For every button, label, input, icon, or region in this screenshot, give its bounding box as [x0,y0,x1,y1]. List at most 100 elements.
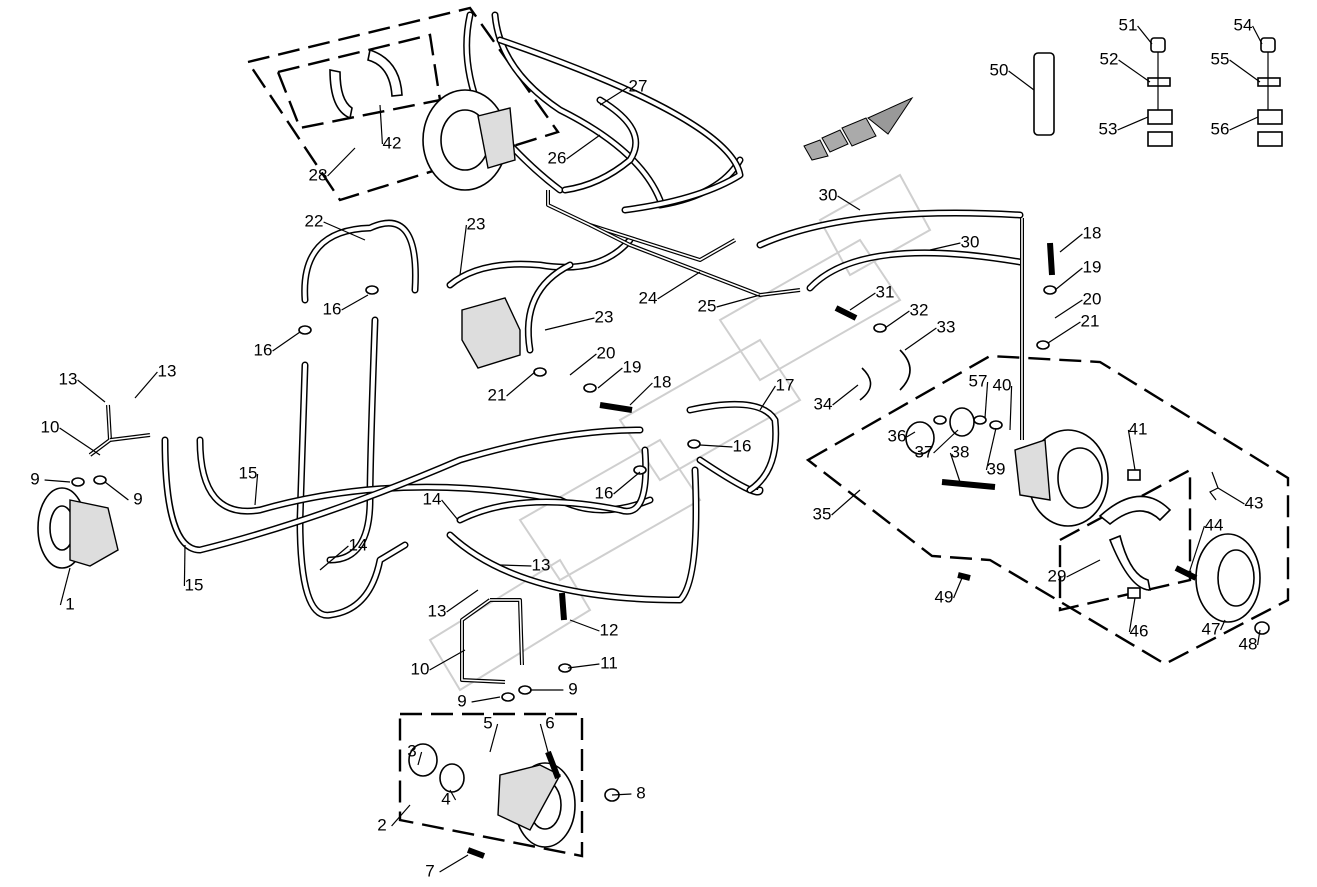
callout-13[interactable]: 13 [59,369,78,388]
leader-32 [884,310,910,329]
hose-inner-14 [458,448,648,522]
callout-13[interactable]: 13 [532,555,551,574]
callout-36[interactable]: 36 [888,426,907,445]
callout-8[interactable]: 8 [636,783,645,802]
bolt-6 [834,305,858,321]
callout-16[interactable]: 16 [323,299,342,318]
callout-9[interactable]: 9 [568,679,577,698]
callout-39[interactable]: 39 [987,459,1006,478]
callout-15[interactable]: 15 [239,463,258,482]
callout-21[interactable]: 21 [488,385,507,404]
callout-14[interactable]: 14 [423,489,442,508]
callout-9[interactable]: 9 [457,691,466,710]
leader-22 [323,221,366,241]
callout-57[interactable]: 57 [969,371,988,390]
callout-56[interactable]: 56 [1211,119,1230,138]
callout-29[interactable]: 29 [1048,566,1067,585]
callout-13[interactable]: 13 [428,601,447,620]
callout-33[interactable]: 33 [937,317,956,336]
leader-12 [569,619,600,632]
callout-48[interactable]: 48 [1239,634,1258,653]
callout-43[interactable]: 43 [1245,493,1264,512]
callout-41[interactable]: 41 [1129,419,1148,438]
callout-21[interactable]: 21 [1081,311,1100,330]
callout-23[interactable]: 23 [467,214,486,233]
callout-19[interactable]: 19 [623,357,642,376]
callout-9[interactable]: 9 [30,469,39,488]
callout-32[interactable]: 32 [910,300,929,319]
callout-44[interactable]: 44 [1205,515,1224,534]
callout-55[interactable]: 55 [1211,49,1230,68]
callout-16[interactable]: 16 [595,483,614,502]
hose-inner-4 [498,38,742,212]
leader-15 [183,544,186,587]
leader-9 [471,696,501,703]
callout-52[interactable]: 52 [1100,49,1119,68]
leader-2 [391,804,411,827]
leader-16 [272,331,301,352]
leader-10 [429,649,466,671]
callout-20[interactable]: 20 [1083,289,1102,308]
callout-54[interactable]: 54 [1234,15,1253,34]
callout-15[interactable]: 15 [185,575,204,594]
callout-51[interactable]: 51 [1119,15,1138,34]
callout-31[interactable]: 31 [876,282,895,301]
callout-38[interactable]: 38 [951,442,970,461]
callout-5[interactable]: 5 [483,713,492,732]
callout-9[interactable]: 9 [133,489,142,508]
callout-49[interactable]: 49 [935,587,954,606]
bolt-3 [545,750,561,780]
callout-28[interactable]: 28 [309,165,328,184]
callout-16[interactable]: 16 [733,436,752,455]
callout-53[interactable]: 53 [1099,119,1118,138]
callout-7[interactable]: 7 [425,861,434,880]
watermark-logo [428,173,932,692]
kit-box-35 [805,354,1290,666]
callout-13[interactable]: 13 [158,361,177,380]
callout-17[interactable]: 17 [776,375,795,394]
callout-46[interactable]: 46 [1130,621,1149,640]
callout-24[interactable]: 24 [639,288,658,307]
callout-26[interactable]: 26 [548,148,567,167]
callout-10[interactable]: 10 [41,417,60,436]
hose-1 [491,11,664,204]
callout-18[interactable]: 18 [1083,223,1102,242]
hose-inner-1 [493,13,662,202]
callout-47[interactable]: 47 [1202,619,1221,638]
callout-42[interactable]: 42 [383,133,402,152]
bolt-1 [1047,242,1055,276]
callout-14[interactable]: 14 [349,535,368,554]
leader-52 [1118,59,1151,83]
fitting-41 [1127,469,1141,481]
callout-30[interactable]: 30 [819,185,838,204]
callout-34[interactable]: 34 [814,394,833,413]
leader-7 [439,854,469,873]
callout-40[interactable]: 40 [993,375,1012,394]
callout-10[interactable]: 10 [411,659,430,678]
callout-23[interactable]: 23 [595,307,614,326]
callout-1[interactable]: 1 [65,594,74,613]
callout-37[interactable]: 37 [915,442,934,461]
callout-2[interactable]: 2 [377,815,386,834]
callout-16[interactable]: 16 [254,340,273,359]
washer-15 [989,420,1003,430]
callout-18[interactable]: 18 [653,372,672,391]
callout-4[interactable]: 4 [441,789,450,808]
cover-3 [408,743,438,777]
callout-11[interactable]: 11 [600,653,618,672]
callout-27[interactable]: 27 [629,76,648,95]
clamps [1147,37,1283,147]
callout-35[interactable]: 35 [813,504,832,523]
callout-3[interactable]: 3 [407,741,416,760]
callout-6[interactable]: 6 [545,713,554,732]
callout-20[interactable]: 20 [597,343,616,362]
leader-14 [319,545,349,571]
callout-50[interactable]: 50 [990,60,1009,79]
callout-12[interactable]: 12 [600,620,619,639]
callout-25[interactable]: 25 [698,296,717,315]
callout-22[interactable]: 22 [305,211,324,230]
callout-19[interactable]: 19 [1083,257,1102,276]
leader-10 [59,427,101,456]
callout-30[interactable]: 30 [961,232,980,251]
